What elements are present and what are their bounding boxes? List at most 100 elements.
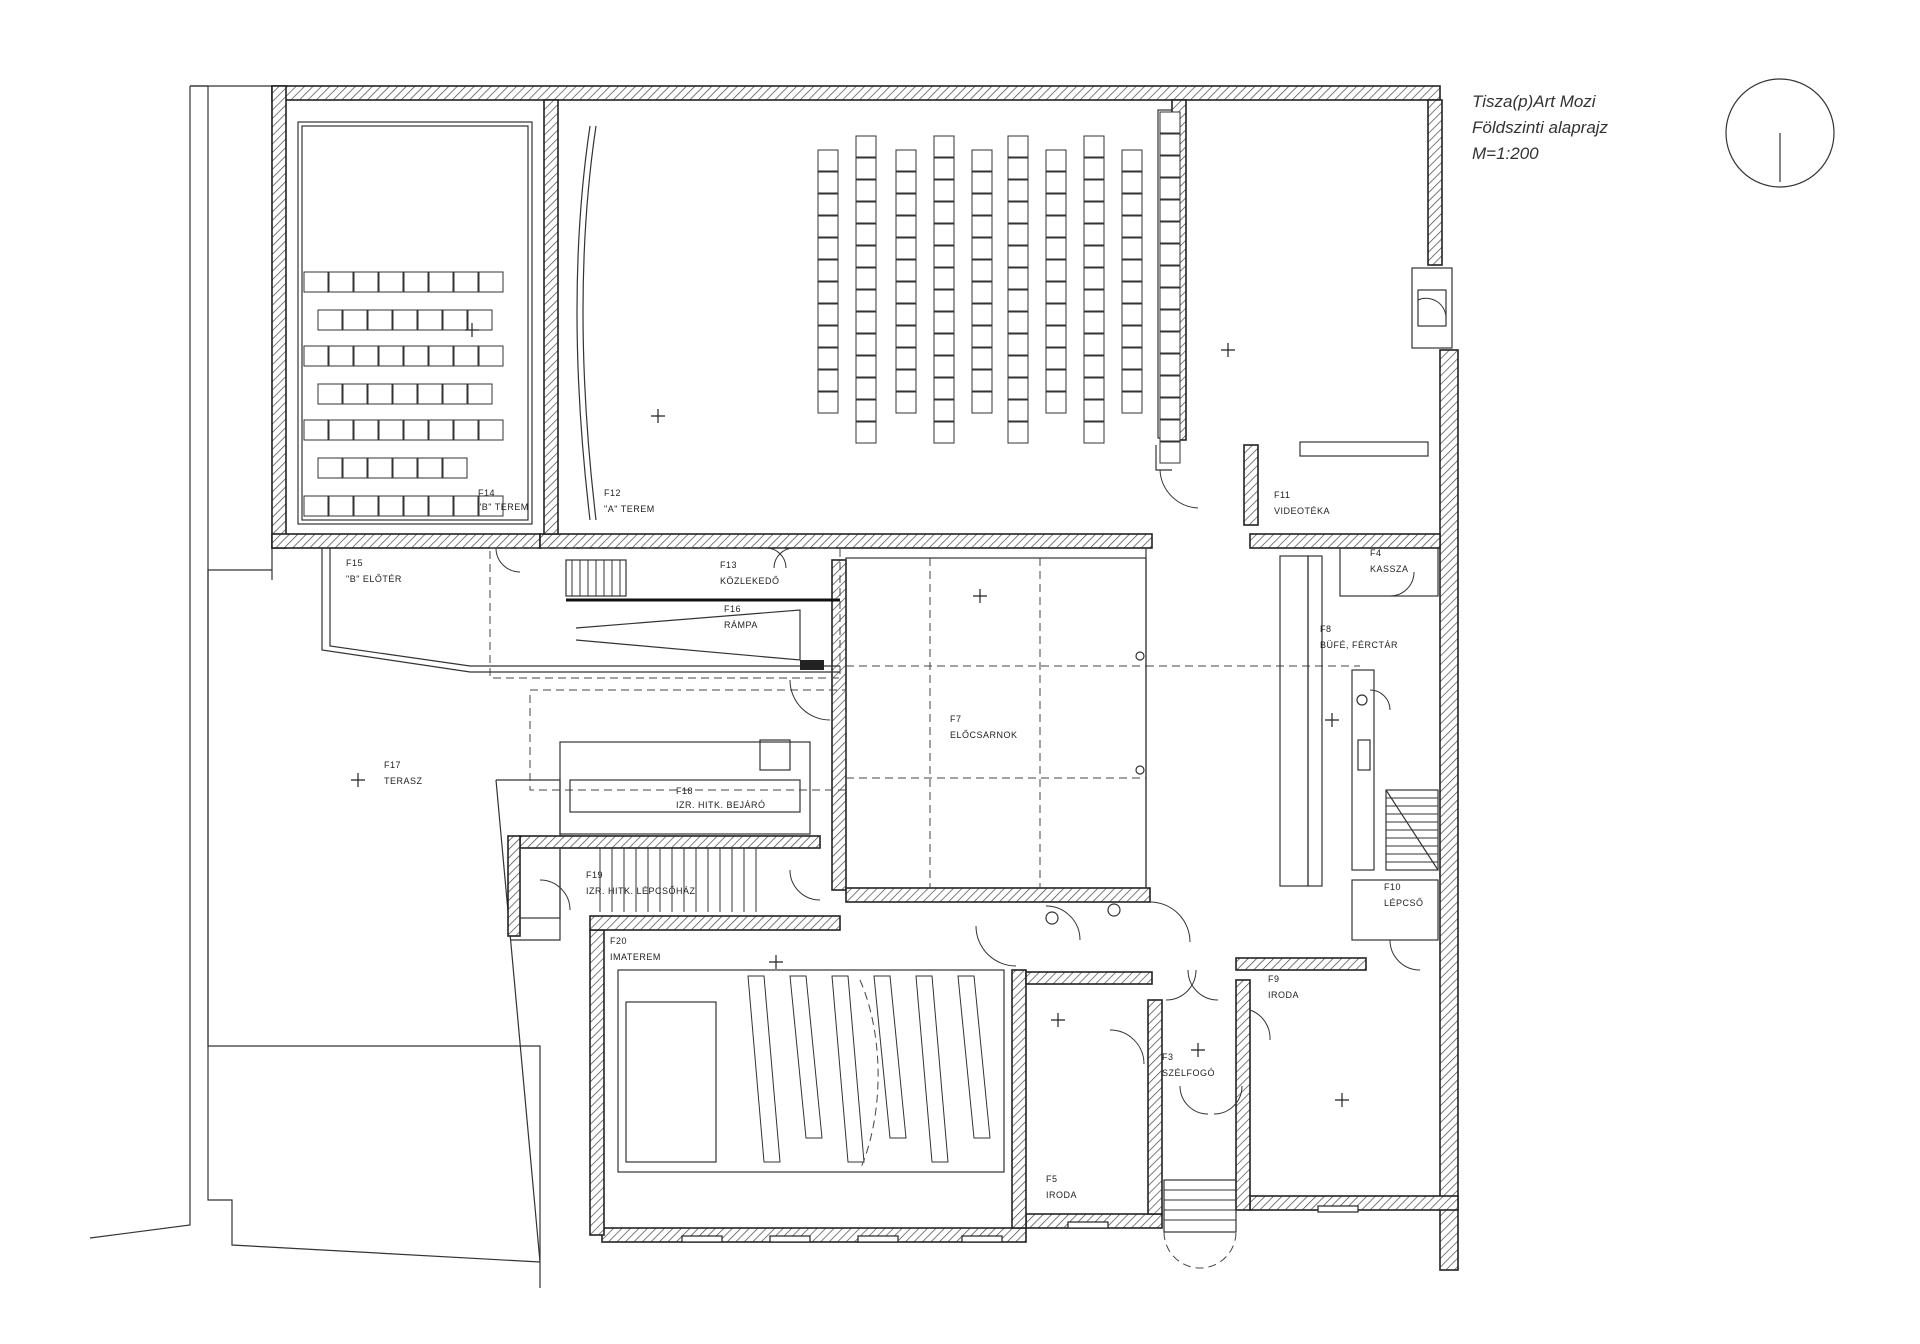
label-f3-name: SZÉLFOGÓ (1162, 1068, 1215, 1078)
seat (1007, 377, 1029, 400)
room-center-mark (1191, 1043, 1205, 1057)
seat (933, 267, 955, 290)
seat (1083, 399, 1105, 422)
seat (855, 377, 877, 400)
seat (817, 391, 839, 414)
seat (971, 193, 993, 216)
seat (1121, 369, 1143, 392)
seat (1121, 259, 1143, 282)
label-f9-name: IRODA (1268, 990, 1299, 1000)
seat (1007, 311, 1029, 334)
seat (1159, 353, 1181, 376)
seat (328, 271, 354, 293)
seat (895, 281, 917, 304)
seat (1045, 193, 1067, 216)
label-f15-name: "B" ELŐTÉR (346, 574, 402, 584)
seat (342, 457, 368, 479)
room-center-mark (1221, 343, 1235, 357)
seat (1007, 399, 1029, 422)
seat (933, 223, 955, 246)
title-line-1: Tisza(p)Art Mozi (1472, 92, 1597, 111)
seat (367, 309, 393, 331)
seat (817, 281, 839, 304)
seat (1083, 157, 1105, 180)
label-f20-name: IMATEREM (610, 952, 661, 962)
seat (817, 237, 839, 260)
label-f11-num: F11 (1274, 490, 1290, 500)
label-f18-num: F18 (676, 786, 693, 796)
seat (971, 281, 993, 304)
label-f17-num: F17 (384, 760, 401, 770)
label-f14-num: F14 (478, 488, 495, 498)
seat (428, 495, 454, 517)
seat (1159, 177, 1181, 200)
seat (442, 457, 468, 479)
room-center-mark (1335, 1093, 1349, 1107)
seat (1159, 331, 1181, 354)
seat (895, 369, 917, 392)
bench (957, 975, 991, 1139)
seat (933, 201, 955, 224)
seat (855, 245, 877, 268)
seat (1007, 421, 1029, 444)
label-f13-name: KÖZLEKEDŐ (720, 576, 780, 586)
seat (1045, 237, 1067, 260)
seat (378, 271, 404, 293)
seat (403, 495, 429, 517)
seat (1045, 391, 1067, 414)
room-center-mark (769, 955, 783, 969)
seat (1121, 237, 1143, 260)
seat (933, 157, 955, 180)
offices (681, 901, 1359, 1269)
label-f4-name: KASSZA (1370, 564, 1409, 574)
room-center-mark (651, 409, 665, 423)
seat (367, 383, 393, 405)
title-line-2: Földszinti alaprajz (1472, 118, 1609, 137)
label-f18-name: IZR. HITK. BEJÁRÓ (676, 800, 766, 810)
north-arrow-icon (1725, 78, 1835, 188)
bench (831, 975, 865, 1163)
label-f9-num: F9 (1268, 974, 1280, 984)
seat (933, 311, 955, 334)
seat (1159, 375, 1181, 398)
seat (1159, 287, 1181, 310)
room-center-mark (973, 589, 987, 603)
seat (1121, 303, 1143, 326)
seat (855, 267, 877, 290)
seat (428, 345, 454, 367)
label-f5-name: IRODA (1046, 1190, 1077, 1200)
seat (895, 391, 917, 414)
lobby-corridors (321, 547, 841, 679)
label-f5-num: F5 (1046, 1174, 1058, 1184)
seat (367, 457, 393, 479)
seat (817, 369, 839, 392)
seat (895, 215, 917, 238)
seat (933, 355, 955, 378)
seat (417, 309, 443, 331)
seat (1121, 347, 1143, 370)
seat (855, 179, 877, 202)
seat (1121, 215, 1143, 238)
seat (817, 325, 839, 348)
seat (353, 345, 379, 367)
seat (1045, 259, 1067, 282)
seat (971, 149, 993, 172)
seat (1083, 201, 1105, 224)
seat (1045, 281, 1067, 304)
seat (971, 237, 993, 260)
bench (873, 975, 907, 1139)
seat (453, 345, 479, 367)
seat (933, 135, 955, 158)
seat (1007, 245, 1029, 268)
seat (303, 419, 329, 441)
seat (1045, 369, 1067, 392)
room-center-mark (1325, 713, 1339, 727)
seat (453, 271, 479, 293)
seat (933, 179, 955, 202)
seat (428, 271, 454, 293)
seat (971, 325, 993, 348)
seat (467, 309, 493, 331)
seat (342, 383, 368, 405)
seat (1083, 377, 1105, 400)
seat (1121, 281, 1143, 304)
